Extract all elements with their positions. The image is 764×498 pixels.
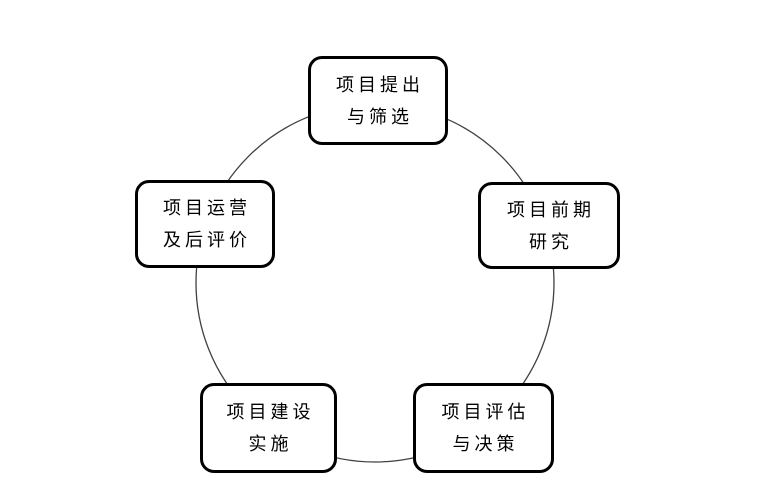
node-label-line2: 与决策 bbox=[452, 434, 519, 454]
node-label-line1: 项目提出 bbox=[336, 74, 424, 95]
node-label-line2: 及后评价 bbox=[163, 230, 251, 250]
node-label-line2: 与筛选 bbox=[347, 106, 413, 127]
node-label-line1: 项目建设 bbox=[226, 402, 315, 422]
node-label-line1: 项目评估 bbox=[441, 402, 530, 422]
node-label-line2: 研究 bbox=[529, 231, 573, 252]
node-evaluation-decision: 项目评估 与决策 bbox=[413, 383, 554, 473]
node-proposal-screening: 项目提出 与筛选 bbox=[308, 56, 448, 145]
node-construction-implementation: 项目建设 实施 bbox=[200, 383, 337, 473]
node-label-line1: 项目运营 bbox=[163, 198, 251, 218]
node-operation-post-evaluation: 项目运营 及后评价 bbox=[135, 180, 275, 268]
node-label-line1: 项目前期 bbox=[507, 199, 595, 220]
node-label-line2: 实施 bbox=[248, 434, 293, 454]
node-preliminary-research: 项目前期 研究 bbox=[478, 182, 620, 269]
